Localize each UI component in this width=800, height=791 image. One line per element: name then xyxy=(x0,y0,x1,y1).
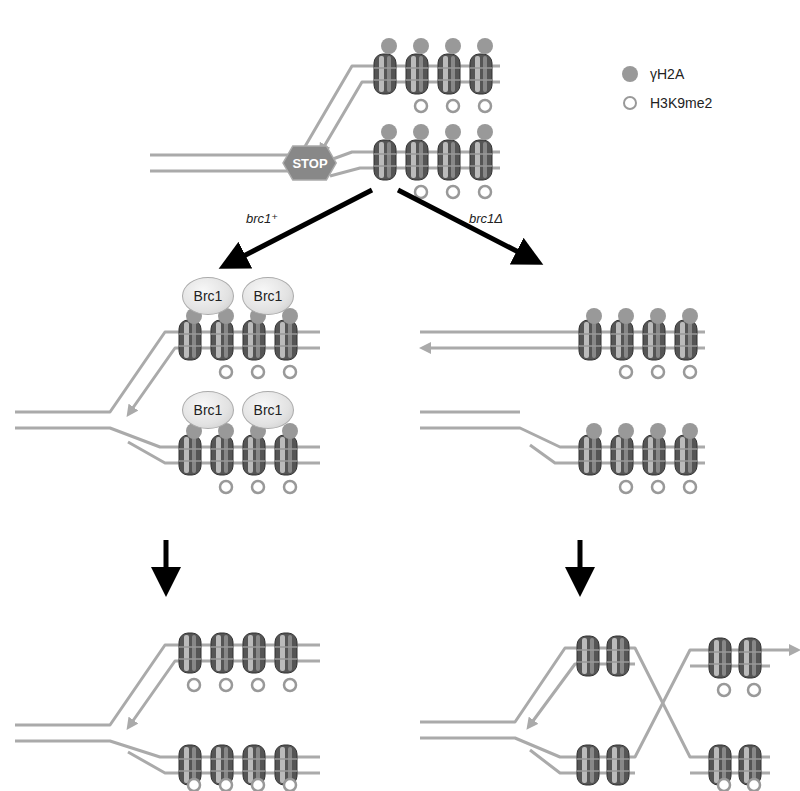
gamma-h2a-dot xyxy=(413,38,429,54)
gamma-h2a-dot xyxy=(445,124,461,140)
nucleosome xyxy=(374,140,396,180)
h3k9me2-ring xyxy=(748,684,760,696)
nucleosome xyxy=(607,636,629,676)
gamma-h2a-dot xyxy=(586,423,602,439)
nucleosome xyxy=(643,435,665,475)
h3k9me2-ring xyxy=(652,481,664,493)
nucleosome xyxy=(643,320,665,360)
h3k9me2-ring xyxy=(684,366,696,378)
brc1-protein: Brc1 xyxy=(242,277,294,315)
stop-hexagon: STOP xyxy=(282,145,337,181)
genotype-label: brc1⁺ xyxy=(246,211,278,226)
gamma-h2a-dot xyxy=(618,308,634,324)
h3k9me2-ring xyxy=(415,186,427,198)
nucleosome xyxy=(406,54,428,94)
nucleosome xyxy=(179,633,201,673)
h3k9me2-ring xyxy=(284,779,296,791)
h3k9me2-ring xyxy=(652,366,664,378)
nucleosome xyxy=(211,435,233,475)
nucleosome xyxy=(243,633,265,673)
nucleosome xyxy=(275,320,297,360)
h3k9me2-ring xyxy=(718,684,730,696)
nucleosome xyxy=(709,638,731,678)
legend-text: H3K9me2 xyxy=(650,95,712,111)
gamma-h2a-dot xyxy=(477,124,493,140)
h3k9me2-ring xyxy=(252,779,264,791)
nucleosome xyxy=(438,140,460,180)
gamma-h2a-dot xyxy=(618,423,634,439)
brc1-protein: Brc1 xyxy=(242,391,294,429)
h3k9me2-ring xyxy=(284,366,296,378)
nucleosome xyxy=(243,435,265,475)
h3k9me2-ring xyxy=(748,779,760,791)
protein-label: Brc1 xyxy=(194,288,223,304)
stop-label: STOP xyxy=(292,156,327,171)
legend-text: γH2A xyxy=(650,66,684,82)
nucleosome xyxy=(611,435,633,475)
h3k9me2-ring xyxy=(620,481,632,493)
gamma-h2a-dot xyxy=(682,423,698,439)
legend-ring xyxy=(623,96,637,110)
brc1-protein: Brc1 xyxy=(182,391,234,429)
nucleosome xyxy=(374,54,396,94)
nucleosome xyxy=(675,320,697,360)
nucleosome xyxy=(211,320,233,360)
nucleosome xyxy=(739,638,761,678)
nucleosome xyxy=(470,54,492,94)
h3k9me2-ring xyxy=(220,366,232,378)
h3k9me2-ring xyxy=(479,100,491,112)
h3k9me2-ring xyxy=(252,366,264,378)
protein-label: Brc1 xyxy=(254,402,283,418)
nucleosome xyxy=(275,435,297,475)
protein-label: Brc1 xyxy=(254,288,283,304)
h3k9me2-ring xyxy=(284,481,296,493)
h3k9me2-ring xyxy=(252,679,264,691)
gamma-h2a-dot xyxy=(650,423,666,439)
gamma-h2a-dot xyxy=(381,38,397,54)
genotype-label: brc1Δ xyxy=(469,211,503,226)
nucleosome xyxy=(579,320,601,360)
nucleosome xyxy=(179,435,201,475)
h3k9me2-ring xyxy=(284,679,296,691)
h3k9me2-ring xyxy=(684,481,696,493)
gamma-h2a-dot xyxy=(586,308,602,324)
nucleosome xyxy=(579,435,601,475)
gamma-h2a-dot xyxy=(650,308,666,324)
h3k9me2-ring xyxy=(220,481,232,493)
gamma-h2a-dot xyxy=(282,423,298,439)
nucleosome xyxy=(470,140,492,180)
protein-label: Brc1 xyxy=(194,402,223,418)
nucleosome xyxy=(611,320,633,360)
brc1-protein: Brc1 xyxy=(182,277,234,315)
h3k9me2-ring xyxy=(188,679,200,691)
h3k9me2-ring xyxy=(447,100,459,112)
h3k9me2-ring xyxy=(620,366,632,378)
gamma-h2a-dot xyxy=(682,308,698,324)
h3k9me2-ring xyxy=(252,481,264,493)
h3k9me2-ring xyxy=(447,186,459,198)
h3k9me2-ring xyxy=(479,186,491,198)
h3k9me2-ring xyxy=(220,779,232,791)
gamma-h2a-dot xyxy=(477,38,493,54)
nucleosome xyxy=(577,745,599,785)
nucleosome xyxy=(675,435,697,475)
gamma-h2a-dot xyxy=(413,124,429,140)
nucleosome xyxy=(607,745,629,785)
nucleosome xyxy=(406,140,428,180)
nucleosome xyxy=(211,633,233,673)
h3k9me2-ring xyxy=(718,779,730,791)
nucleosome xyxy=(275,633,297,673)
nucleosome xyxy=(438,54,460,94)
nucleosome xyxy=(179,320,201,360)
gamma-h2a-dot xyxy=(445,38,461,54)
nucleosome xyxy=(243,320,265,360)
gamma-h2a-dot xyxy=(381,124,397,140)
legend-swatch xyxy=(622,66,638,82)
h3k9me2-ring xyxy=(220,679,232,691)
h3k9me2-ring xyxy=(188,779,200,791)
h3k9me2-ring xyxy=(415,100,427,112)
nucleosome xyxy=(577,636,599,676)
